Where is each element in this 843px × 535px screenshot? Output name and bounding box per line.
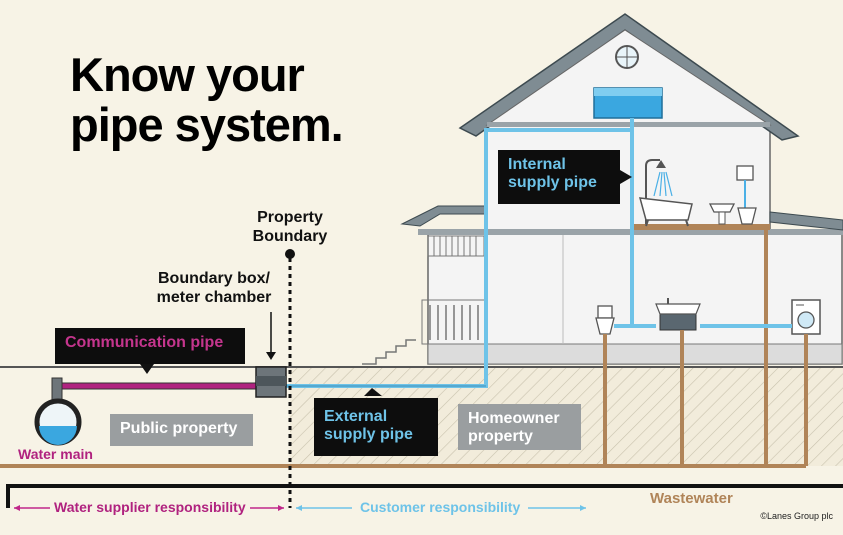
- basin-icon: [708, 203, 736, 225]
- toilet-icon: [595, 305, 615, 335]
- external-supply-pipe-text: External supply pipe: [324, 408, 413, 443]
- responsibility-bracket: [6, 484, 843, 508]
- customer-responsibility-label: Customer responsibility: [360, 499, 521, 515]
- basin-icon: [655, 298, 701, 331]
- washing-machine-icon: [791, 299, 821, 335]
- public-property-text: Public property: [120, 420, 238, 437]
- wastewater-pipes: [0, 230, 808, 468]
- water-main-label: Water main: [18, 446, 93, 462]
- communication-pipe-pointer: [140, 364, 154, 374]
- shower-icon: [645, 159, 673, 224]
- internal-supply-pipe-text: Internal supply pipe: [508, 156, 597, 191]
- meter-chamber-icon: [255, 366, 287, 398]
- communication-pipe-text: Communication pipe: [65, 334, 224, 351]
- property-boundary-label: Property Boundary: [252, 209, 328, 245]
- supplier-arrow: [14, 505, 284, 511]
- boundary-box-pointer: [266, 312, 276, 360]
- copyright: ©Lanes Group plc: [760, 511, 833, 521]
- communication-pipe: [51, 377, 262, 401]
- homeowner-property-label: Homeowner property: [458, 404, 581, 450]
- public-property-label: Public property: [110, 414, 253, 446]
- page-title: Know your pipe system.: [70, 48, 344, 151]
- internal-pipe-pointer: [620, 170, 632, 184]
- water-tank-icon: [593, 87, 663, 119]
- water-supplier-responsibility-label: Water supplier responsibility: [54, 499, 246, 515]
- boundary-box-label: Boundary box/ meter chamber: [156, 270, 272, 306]
- customer-arrow: [296, 505, 586, 511]
- communication-pipe-label: Communication pipe: [55, 328, 245, 364]
- internal-supply-pipe-label: Internal supply pipe: [498, 150, 620, 204]
- title-line-1: Know your: [70, 48, 305, 101]
- bathtub-icon: [638, 197, 693, 227]
- wastewater-label: Wastewater: [650, 490, 733, 507]
- water-main-icon: [34, 398, 82, 446]
- title-line-2: pipe system.: [70, 98, 344, 151]
- external-pipe-pointer: [364, 388, 382, 396]
- toilet-icon: [736, 165, 757, 225]
- property-boundary-line: [285, 249, 295, 508]
- homeowner-property-text: Homeowner property: [468, 410, 560, 445]
- external-supply-pipe-label: External supply pipe: [314, 398, 438, 456]
